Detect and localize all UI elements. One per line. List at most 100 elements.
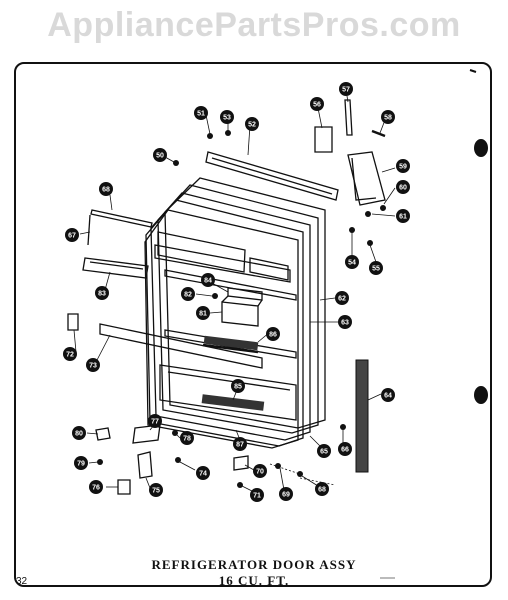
door-handle-bar [99,323,263,369]
binder-hole-bottom [474,386,488,404]
top-bar [90,209,153,228]
callout-57: 57 [339,82,353,96]
callout-87: 87 [233,437,247,451]
callout-label: 62 [338,296,346,303]
watermark: AppliancePartsPros.com [47,6,461,44]
callout-74: 74 [196,466,210,480]
callout-label: 74 [199,471,207,478]
callout-68-top: 68 [99,182,113,196]
callout-52: 52 [245,117,259,131]
hinge-cap [95,427,111,441]
callout-label: 75 [152,488,160,495]
callout-68-bottom: 68 [315,482,329,496]
hinge-bracket [347,151,386,206]
callout-label: 65 [320,449,328,456]
callout-label: 67 [68,233,76,240]
callout-label: 54 [348,260,356,267]
magnetic-gasket-strip [355,359,369,473]
callout-70: 70 [253,464,267,478]
callout-63: 63 [338,315,352,329]
callout-label: 53 [223,115,231,122]
callout-58: 58 [381,110,395,124]
callout-77: 77 [148,414,162,428]
callout-83: 83 [95,286,109,300]
callout-label: 80 [75,431,83,438]
callout-78: 78 [180,431,194,445]
callout-label: 63 [341,320,349,327]
callout-label: 73 [89,363,97,370]
callout-76: 76 [89,480,103,494]
callout-75: 75 [149,483,163,497]
callout-label: 61 [399,214,407,221]
callout-label: 85 [234,384,242,391]
callout-label: 84 [204,278,212,285]
callout-label: 66 [341,447,349,454]
diagram-subtitle: 16 CU. FT. [218,573,290,588]
callout-label: 56 [313,102,321,109]
callout-84: 84 [201,273,215,287]
callout-label: 76 [92,485,100,492]
callout-54: 54 [345,255,359,269]
callout-label: 79 [77,461,85,468]
diagram-title: REFRIGERATOR DOOR ASSY [151,557,357,572]
callout-label: 50 [156,153,164,160]
callout-label: 81 [199,311,207,318]
callout-label: 82 [184,292,192,299]
callout-50: 50 [153,148,167,162]
screws [97,130,386,488]
callout-69: 69 [279,487,293,501]
callout-label: 68 [318,487,326,494]
callout-81: 81 [196,306,210,320]
callout-85: 85 [231,379,245,393]
hinge-pin [344,99,353,136]
callout-label: 86 [269,332,277,339]
callout-86: 86 [266,327,280,341]
leader-lines [73,95,396,493]
callout-59: 59 [396,159,410,173]
callout-60: 60 [396,180,410,194]
shelf-bar-upper [202,343,259,354]
callout-label: 52 [248,122,256,129]
callout-79: 79 [74,456,88,470]
egg-tray [82,257,149,279]
door-liner-frame [150,192,311,441]
side-clip [67,313,79,331]
callout-label: 77 [151,419,159,426]
callout-73: 73 [86,358,100,372]
callout-label: 68 [102,187,110,194]
callout-label: 59 [399,164,407,171]
callout-56: 56 [310,97,324,111]
page-number: 32 [16,576,28,587]
callout-label: 87 [236,442,244,449]
callout-51: 51 [194,106,208,120]
hinge-block [137,451,153,479]
callout-72: 72 [63,347,77,361]
callout-55: 55 [369,261,383,275]
callout-label: 83 [98,291,106,298]
shelf-bar-lower [201,394,265,411]
callout-label: 57 [342,87,350,94]
callout-label: 60 [399,185,407,192]
diagram-frame [14,62,492,587]
callout-label: 78 [183,436,191,443]
callout-label: 70 [256,469,264,476]
callout-label: 64 [384,393,392,400]
callout-80: 80 [72,426,86,440]
callout-82: 82 [181,287,195,301]
callout-65: 65 [317,444,331,458]
cam [233,455,249,471]
callout-53: 53 [220,110,234,124]
hinge-plate [314,126,333,153]
bottom-plate [117,479,131,495]
binder-hole-top [474,139,488,157]
callout-67: 67 [65,228,79,242]
callout-66: 66 [338,442,352,456]
callout-64: 64 [381,388,395,402]
callout-label: 69 [282,492,290,499]
callout-label: 58 [384,115,392,122]
callout-61: 61 [396,209,410,223]
callout-label: 71 [253,493,261,500]
door-gasket-frame [157,184,319,434]
